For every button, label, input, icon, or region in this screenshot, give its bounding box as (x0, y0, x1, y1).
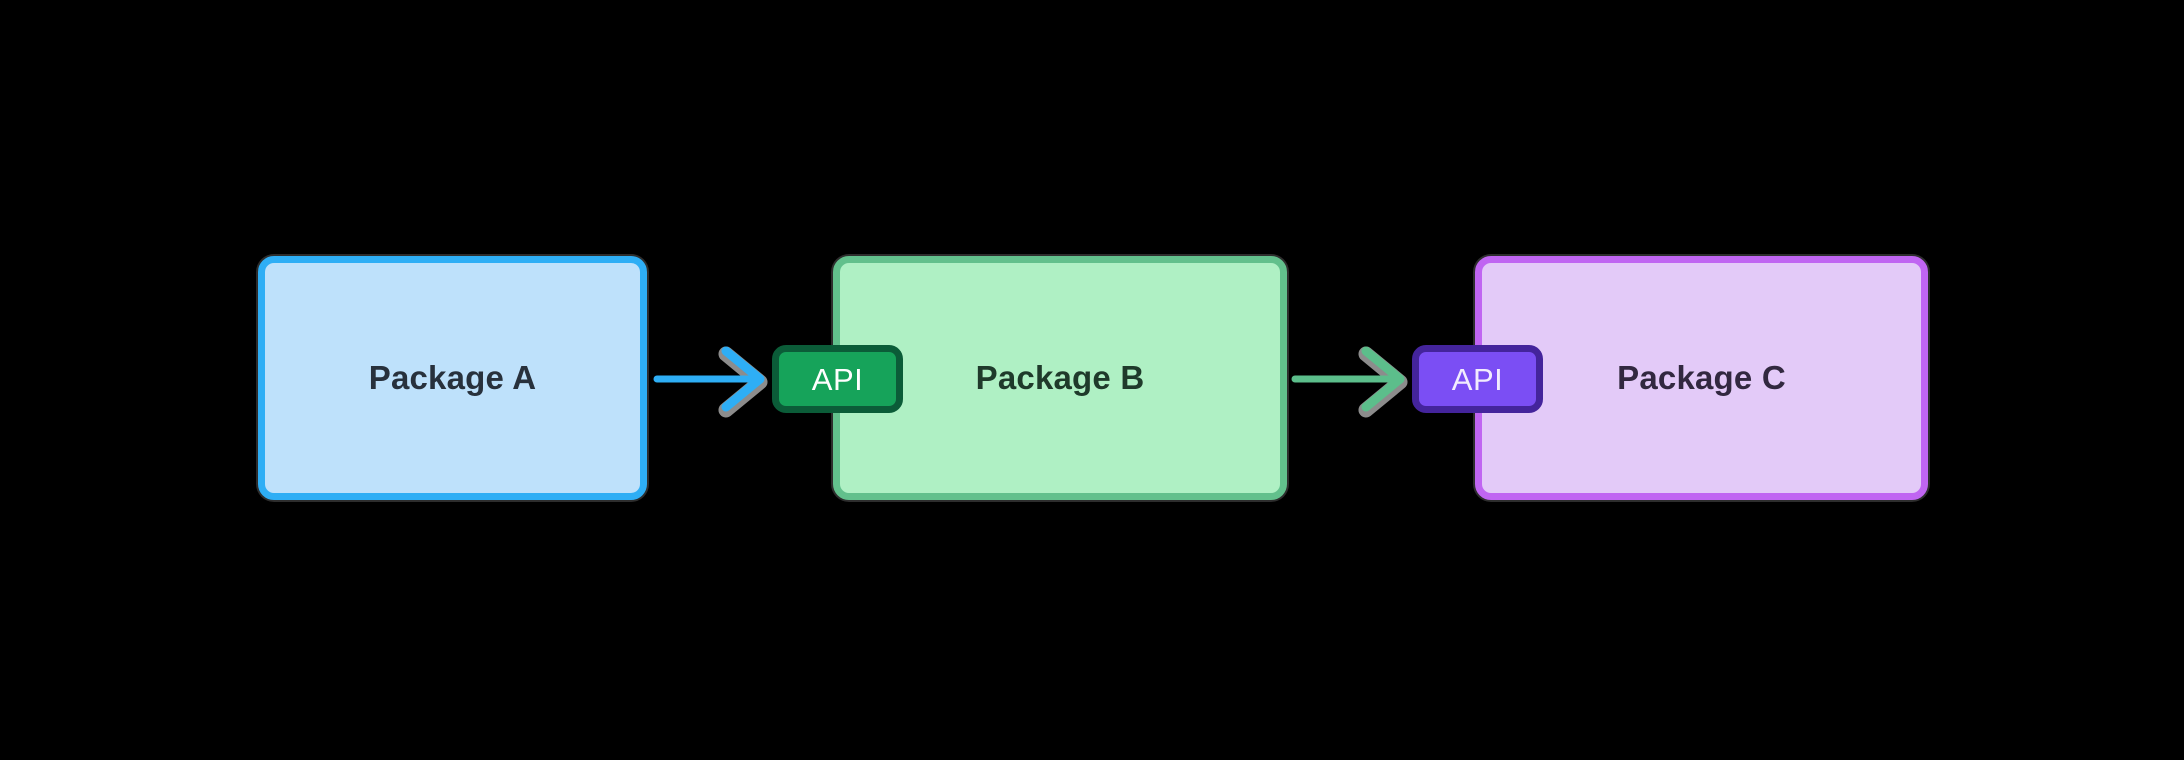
api-badge-label: API (811, 361, 864, 397)
api-badge-package-c: API (1412, 345, 1543, 413)
arrowhead-icon (1361, 346, 1405, 412)
package-b-label: Package B (975, 359, 1145, 396)
package-a-label: Package A (368, 359, 537, 396)
api-badge-label: API (1451, 361, 1504, 397)
package-box-a: Package A (258, 256, 647, 500)
api-badge-package-b: API (772, 345, 903, 413)
package-c-label: Package C (1617, 359, 1786, 396)
arrowhead-icon (721, 346, 765, 412)
package-box-b: Package B (833, 256, 1287, 500)
arrow-a-to-b (653, 346, 768, 418)
arrow-b-to-c (1291, 346, 1408, 418)
